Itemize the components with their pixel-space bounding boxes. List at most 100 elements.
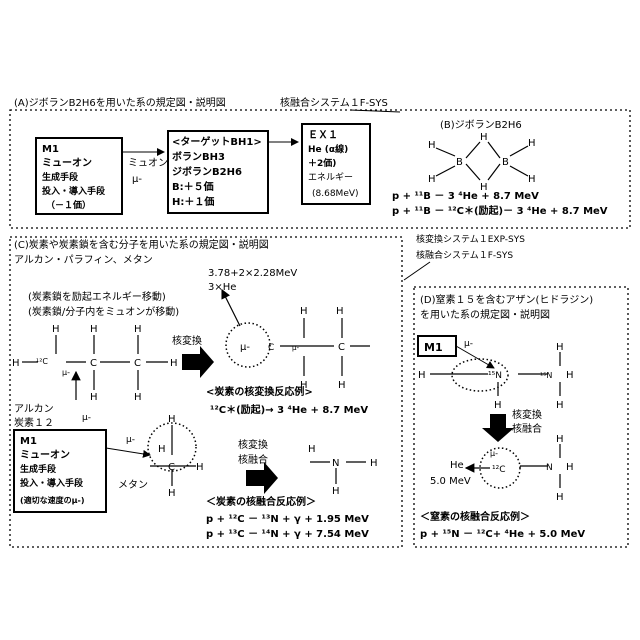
svg-text:H: H	[168, 414, 176, 425]
c-heading1: <炭素の核変換反応例>	[206, 385, 313, 398]
energy-line1: 3.78+2×2.28MeV	[208, 268, 297, 279]
svg-text:H: H	[566, 370, 574, 381]
he-d-energy: 5.0 MeV	[430, 476, 471, 487]
section-b-title: (B)ジボランB2H6	[440, 119, 522, 131]
svg-text:H: H	[90, 324, 98, 335]
svg-text:C: C	[268, 343, 274, 353]
d-transmute-label: 核変換	[512, 408, 542, 421]
section-d-subtitle: を用いた系の規定図・説明図	[420, 308, 550, 321]
methane-atoms: HH CH H	[158, 414, 204, 499]
d-eq: p + ¹⁵N － ¹²C+ ⁴He + 5.0 MeV	[420, 529, 585, 540]
d-system-2: 核融合システム１F-SYS	[416, 249, 513, 261]
svg-text:H: H	[134, 324, 142, 335]
note-1: (炭素鎖を励起エネルギー移動)	[28, 290, 166, 303]
m1-a-line4: 投入・導入手段	[42, 185, 106, 197]
c-heading2: ＜炭素の核融合反応例＞	[206, 495, 316, 508]
c-eq1: ¹²C＊(励起)→ 3 ⁴He + 8.7 MeV	[210, 403, 368, 416]
nitrogen-c: N	[332, 458, 339, 469]
alkane-label: アルカン	[14, 403, 54, 415]
d-fusion-label: 核融合	[512, 422, 542, 435]
svg-text:μ-: μ-	[292, 344, 299, 352]
d-heading: ＜窒素の核融合反応例＞	[420, 510, 530, 523]
d-system-1: 核変換システム１EXP-SYS	[416, 233, 525, 245]
section-c-subtitle: アルカン・パラフィン、メタン	[14, 254, 153, 266]
ex-line2: He (α線)	[308, 143, 348, 155]
m1-a-line1: M1	[42, 144, 59, 155]
section-a-title: (A)ジボランB2H6を用いた系の規定図・説明図	[14, 96, 226, 109]
fusion-label-c2: 核融合	[238, 453, 268, 466]
svg-text:H: H	[494, 400, 502, 411]
svg-text:H: H	[90, 392, 98, 403]
svg-text:H: H	[12, 358, 20, 369]
ammonia-atoms-c: H N H H	[308, 444, 378, 497]
section-d-title: (D)窒素１５を含むアザン(ヒドラジン)	[420, 293, 593, 306]
target-line2: ボランBH3	[172, 150, 225, 163]
svg-text:H: H	[566, 462, 574, 473]
diborane-atoms: HH BH HB HH	[428, 132, 536, 193]
svg-text:H: H	[528, 174, 536, 185]
section-a-system: 核融合システム１F-SYS	[280, 96, 388, 109]
m1-c-line5: (適切な速度のμ-)	[20, 495, 85, 505]
transmute-label-c2: 核変換	[238, 438, 268, 451]
svg-text:B: B	[456, 157, 463, 168]
svg-text:C: C	[134, 358, 141, 369]
m1-c-line2: ミューオン	[20, 449, 70, 461]
svg-text:H: H	[480, 132, 488, 143]
m1-a-line5: （－１価）	[46, 199, 91, 211]
mu-label-a: μ-	[132, 174, 142, 185]
target-line3: ジボランB2H6	[172, 165, 242, 178]
section-c-title: (C)炭素や炭素鎖を含む分子を用いた系の規定図・説明図	[14, 238, 269, 251]
target-line4: B:＋５価	[172, 180, 214, 193]
svg-text:H: H	[134, 392, 142, 403]
svg-text:H: H	[332, 486, 340, 497]
reaction-b2: p + ¹¹B － ¹²C＊(励起)－ 3 ⁴He + 8.7 MeV	[392, 204, 608, 217]
svg-text:C: C	[338, 342, 345, 353]
c-eq3: p + ¹³C － ¹⁴N + γ + 7.54 MeV	[206, 529, 369, 540]
big-arrow-d	[482, 414, 514, 442]
svg-text:H: H	[428, 174, 436, 185]
big-arrow-c2	[246, 462, 278, 494]
svg-text:H: H	[170, 358, 178, 369]
m1-c-line4: 投入・導入手段	[20, 477, 84, 489]
ex-line3: ＋2価)	[308, 157, 336, 169]
transmute-label-c: 核変換	[172, 334, 202, 347]
m1-a-line2: ミューオン	[42, 157, 92, 169]
excited-molecule-atoms: μ-C HH CHH μ-	[240, 306, 346, 391]
reaction-b1: p + ¹¹B － 3 ⁴He + 8.7 MeV	[392, 191, 539, 202]
ex-line4: エネルギー	[308, 172, 353, 183]
ex-line5: (8.68MeV)	[312, 189, 359, 199]
svg-text:H: H	[418, 370, 426, 381]
svg-text:H: H	[168, 488, 176, 499]
svg-text:H: H	[556, 492, 564, 503]
n15-label: ¹⁵N	[488, 371, 502, 381]
ex-line1: ＥＸ１	[308, 129, 338, 141]
c-eq2: p + ¹²C － ¹³N + γ + 1.95 MeV	[206, 514, 369, 525]
svg-text:H: H	[196, 462, 204, 473]
svg-text:C: C	[90, 358, 97, 369]
svg-text:H: H	[336, 306, 344, 317]
m1-c-line1: M1	[20, 436, 37, 447]
methane-label: メタン	[118, 479, 148, 491]
mu-label-c2: μ-	[126, 435, 135, 445]
diborane-structure	[436, 142, 528, 180]
svg-text:N: N	[546, 463, 553, 473]
m1-c-line3: 生成手段	[20, 463, 57, 475]
target-line5: H:＋１価	[172, 195, 214, 208]
svg-text:μ-: μ-	[240, 342, 250, 353]
svg-text:H: H	[300, 306, 308, 317]
svg-text:H: H	[308, 444, 316, 455]
svg-text:H: H	[556, 342, 564, 353]
target-line1: <ターゲットBH1>	[172, 135, 262, 148]
big-arrow-c1	[182, 346, 214, 378]
muon-label-a: ミュオン	[128, 157, 168, 169]
mu-label-c1: μ-	[82, 413, 91, 423]
svg-text:C: C	[168, 462, 175, 473]
he-d-label: He	[450, 460, 464, 471]
svg-text:μ-: μ-	[464, 339, 473, 349]
svg-text:H: H	[370, 458, 378, 469]
c12-label: ¹²C	[36, 357, 48, 366]
m1-d: M1	[424, 341, 443, 354]
svg-text:H: H	[528, 138, 536, 149]
m1-a-line3: 生成手段	[42, 171, 79, 183]
